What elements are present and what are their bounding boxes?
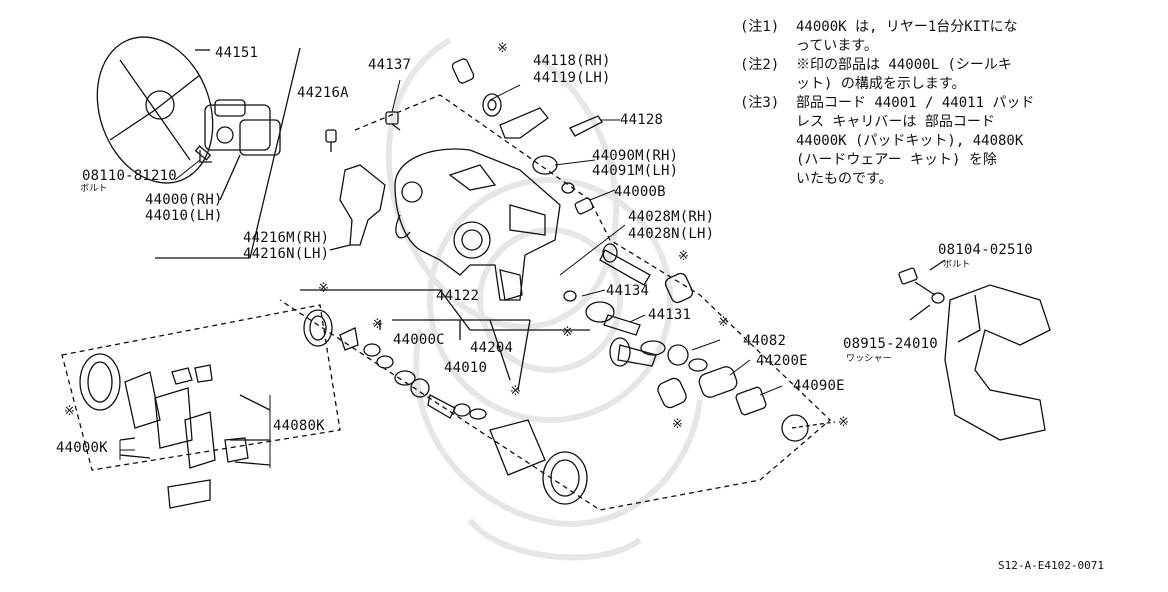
label-44200e: 44200E (756, 353, 808, 369)
hardware-top (325, 58, 603, 215)
label-44028n: 44028N(LH) (628, 226, 715, 242)
label-44151: 44151 (215, 45, 259, 61)
label-44134: 44134 (606, 283, 650, 299)
note-2-tag: (注2) (740, 57, 780, 73)
label-44010: 44010 (444, 360, 488, 376)
label-44000c: 44000C (393, 332, 445, 348)
inset-panel (96, 36, 301, 259)
label-44216m: 44216M(RH) (243, 230, 330, 246)
label-44080k: 44080K (273, 418, 325, 434)
seal-kit-mark: ※ (510, 384, 521, 399)
label-44118: 44118(RH) (533, 53, 611, 69)
note-2-text: ※印の部品は 44000L (シールキ ット) の構成を示します。 (796, 57, 1012, 92)
note-2: (注2) ※印の部品は 44000L (シールキ ット) の構成を示します。 (740, 56, 1070, 94)
note-3-tag: (注3) (740, 95, 780, 111)
label-44091m: 44091M(LH) (592, 163, 679, 179)
support-bracket (898, 259, 1051, 441)
label-bolt-1: ボルト (80, 184, 108, 194)
caliper-housing (394, 148, 561, 301)
seal-kit-mark: ※ (838, 415, 849, 430)
label-44131: 44131 (648, 307, 692, 323)
kit-outline (279, 94, 831, 511)
label-44000k: 44000K (56, 440, 108, 456)
label-44000rh: 44000(RH) (145, 192, 223, 208)
label-44000b: 44000B (614, 184, 666, 200)
piston-group (300, 289, 590, 505)
label-44119: 44119(LH) (533, 70, 611, 86)
notes-block: (注1) 44000K は, リヤー1台分KITにな っています。 (注2) ※… (740, 18, 1070, 189)
seal-kit-mark: ※ (678, 249, 689, 264)
seal-kit-mark: ※ (318, 281, 329, 296)
label-44010lh: 44010(LH) (145, 208, 223, 224)
bracket-44216 (329, 164, 386, 251)
label-44122: 44122 (436, 288, 480, 304)
note-1-text: 44000K は, リヤー1台分KITにな っています。 (796, 19, 1018, 54)
label-44082: 44082 (743, 333, 787, 349)
seal-kit-mark: ※ (562, 325, 573, 340)
label-44128: 44128 (620, 112, 664, 128)
label-08110: 08110-81210 (82, 168, 177, 184)
label-washer: ワッシャー (846, 354, 893, 364)
note-1-tag: (注1) (740, 19, 780, 35)
label-44137: 44137 (368, 57, 412, 73)
seal-kit-mark: ※ (64, 404, 75, 419)
seal-kit-mark: ※ (372, 317, 383, 332)
note-3-text: 部品コード 44001 / 44011 パッド レス キャリバーは 部品コード … (796, 95, 1035, 187)
watermark (385, 37, 703, 561)
label-44090m: 44090M(RH) (592, 148, 679, 164)
label-bolt-2: ボルト (943, 260, 971, 270)
label-08104: 08104-02510 (938, 242, 1033, 258)
note-1: (注1) 44000K は, リヤー1台分KITにな っています。 (740, 18, 1070, 56)
label-44028m: 44028M(RH) (628, 209, 715, 225)
label-44216a: 44216A (297, 85, 349, 101)
pins-and-boots (563, 243, 809, 442)
note-3: (注3) 部品コード 44001 / 44011 パッド レス キャリバーは 部… (740, 94, 1070, 189)
label-44090e: 44090E (793, 378, 845, 394)
label-08915: 08915-24010 (843, 336, 938, 352)
label-44216n: 44216N(LH) (243, 246, 330, 262)
seal-kit-mark: ※ (672, 417, 683, 432)
leader-lines (119, 79, 783, 468)
label-44204: 44204 (470, 340, 514, 356)
pad-kit (61, 304, 341, 509)
diagram-code: S12-A-E4102-0071 (998, 559, 1104, 572)
seal-kit-mark: ※ (718, 315, 729, 330)
seal-kit-mark: ※ (497, 41, 508, 56)
